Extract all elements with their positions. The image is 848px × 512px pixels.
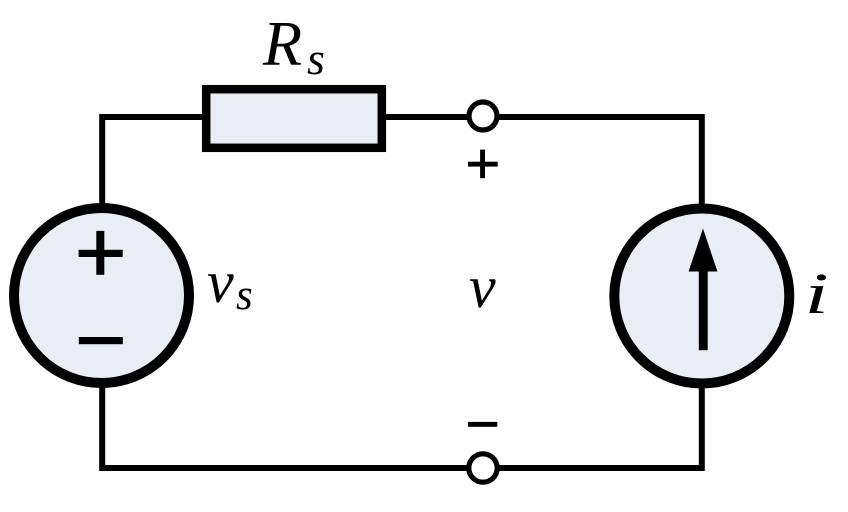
svg-text:i: i xyxy=(805,261,829,325)
svg-text:v: v xyxy=(469,254,496,320)
svg-text:s: s xyxy=(307,33,325,84)
svg-text:s: s xyxy=(236,272,253,319)
svg-text:v: v xyxy=(207,249,234,315)
svg-text:R: R xyxy=(262,8,302,79)
